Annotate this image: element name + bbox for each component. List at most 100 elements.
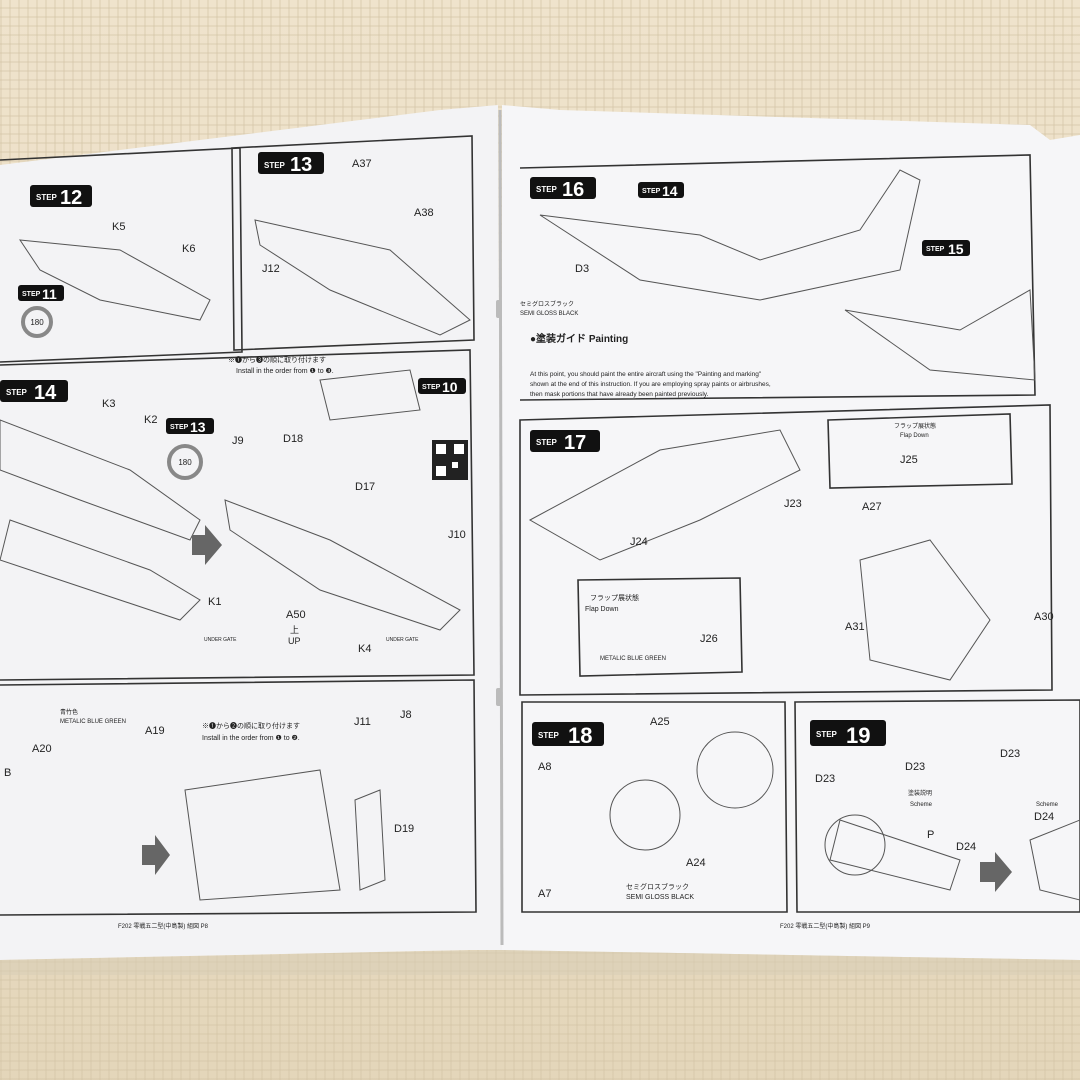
part-label-j11: J11 (354, 716, 371, 728)
step-label: STEP (6, 388, 28, 397)
rotate-180-icon: 180 (21, 306, 53, 338)
spine (498, 109, 504, 946)
flap-label-en-2: Flap Down (900, 433, 929, 439)
aircraft-step17 (528, 429, 801, 561)
part-label-d24: D24 (956, 841, 976, 853)
arrows (142, 525, 1012, 892)
booklet-pages (0, 105, 1080, 975)
step-badge-14: STEP 14 (0, 380, 68, 404)
part-label-d18: D18 (283, 433, 303, 445)
install-order-2-en: Install in the order from ❶ to ❷. (202, 734, 300, 742)
rotate-180-icon-2: 180 (167, 444, 203, 480)
color-semigloss-jp: セミグロスブラック (520, 300, 574, 308)
scheme-en: Scheme (910, 802, 933, 808)
part-label-k4: K4 (358, 643, 371, 655)
staple-top (496, 300, 502, 318)
cowling-body-step19 (829, 819, 961, 891)
step-label: STEP (538, 731, 560, 740)
step-label: STEP (816, 730, 838, 739)
panel-step18-frame (521, 701, 788, 913)
part-label-a50: A50 (286, 609, 306, 621)
step-badge-19: STEP 19 (810, 720, 886, 748)
cowling-right-step19 (1029, 819, 1080, 901)
flap-detail-frame (577, 577, 743, 677)
part-label-d17: D17 (355, 481, 375, 493)
part-label-a7: A7 (538, 888, 551, 900)
part-label-b: B (4, 767, 11, 779)
step-number: 16 (562, 179, 584, 201)
step-number: 13 (290, 154, 312, 176)
part-labels: K5 K6 A37 A38 J12 K3 K2 J9 D18 D17 J10 K… (4, 158, 1054, 900)
step-number: 11 (42, 286, 57, 302)
part-label-j10: J10 (448, 529, 466, 541)
part-label-a30: A30 (1034, 611, 1054, 623)
step-number: 13 (190, 419, 206, 435)
part-label-k3: K3 (102, 398, 115, 410)
engine-cylinder-a (609, 779, 681, 851)
step-label: STEP (22, 291, 41, 298)
part-label-d24-2: D24 (1034, 811, 1054, 823)
part-label-j24: J24 (630, 536, 648, 548)
part-label-k5: K5 (112, 221, 125, 233)
footer-left: F202 零戦五二型(中島製) 組図 P8 (118, 922, 209, 930)
install-order-2-jp: ※❶から❷の順に取り付けます (202, 721, 300, 730)
arrow-right-icon (192, 525, 222, 565)
wing-top-step14 (0, 419, 201, 541)
step-number: 14 (662, 183, 678, 199)
step-badge-18: STEP 18 (532, 722, 604, 748)
tail-drawing-step15 (184, 769, 341, 901)
rotate-label: 180 (30, 318, 44, 327)
panel-step16-frame (519, 154, 1036, 401)
step-label: STEP (536, 185, 558, 194)
step-badge-17: STEP 17 (530, 430, 600, 454)
right-page (502, 105, 1080, 960)
page-shadow (0, 950, 1080, 975)
part-label-a27: A27 (862, 501, 882, 513)
left-panel-frames (0, 135, 477, 916)
part-label-up-en: UP (288, 636, 301, 646)
part-label-a19: A19 (145, 725, 165, 737)
step-label: STEP (36, 193, 58, 202)
step-label: STEP (642, 188, 661, 195)
part-label-k1: K1 (208, 596, 221, 608)
part-label-a8: A8 (538, 761, 551, 773)
step-badge-15: STEP 15 (922, 240, 970, 257)
color-semigloss-en-2: SEMI GLOSS BLACK (626, 894, 694, 901)
part-label-a37: A37 (352, 158, 372, 170)
part-label-a25: A25 (650, 716, 670, 728)
fuselage-step16 (539, 169, 921, 301)
step-number: 17 (564, 432, 586, 454)
fuselage-step16-b (844, 289, 1036, 381)
step-label: STEP (170, 424, 189, 431)
step-number: 12 (60, 187, 82, 209)
step-number: 15 (948, 241, 964, 257)
step-number: 14 (34, 382, 57, 404)
arrow-right-icon-2 (142, 835, 170, 875)
part-label-a31: A31 (845, 621, 865, 633)
part-label-a20: A20 (32, 743, 52, 755)
scheme-jp: 塗装説明 (908, 789, 932, 797)
step-badge-12: STEP 12 (30, 185, 92, 209)
panel-step12-frame (0, 147, 243, 363)
painting-text-3: then mask portions that have already bee… (530, 391, 709, 398)
left-page (0, 105, 502, 960)
step-badge-11: STEP 11 (18, 285, 64, 302)
panel-step17-frame (519, 404, 1053, 696)
wing-drawing-step12 (18, 239, 211, 321)
part-label-j8: J8 (400, 709, 412, 721)
wing-drawing-step13 (254, 219, 471, 336)
part-label-up: 上 (290, 625, 299, 635)
instruction-texts: ※❶から❸の順に取り付けます Install in the order from… (60, 300, 1059, 930)
color-semigloss-jp-2: セミグロスブラック (626, 882, 689, 891)
part-label-d3: D3 (575, 263, 589, 275)
step-badge-13: STEP 13 (258, 152, 324, 176)
install-order-jp: ※❶から❸の順に取り付けます (228, 355, 326, 364)
under-gate-label: UNDER GATE (204, 637, 237, 643)
panel-step15-frame (0, 679, 477, 916)
line-drawings (0, 169, 1080, 901)
flap-label-jp-2: フラップ展状態 (894, 422, 936, 430)
step-badge-10: STEP 10 (418, 378, 466, 395)
part-label-j23: J23 (784, 498, 802, 510)
color-callout-en: METALIC BLUE GREEN (60, 719, 126, 725)
